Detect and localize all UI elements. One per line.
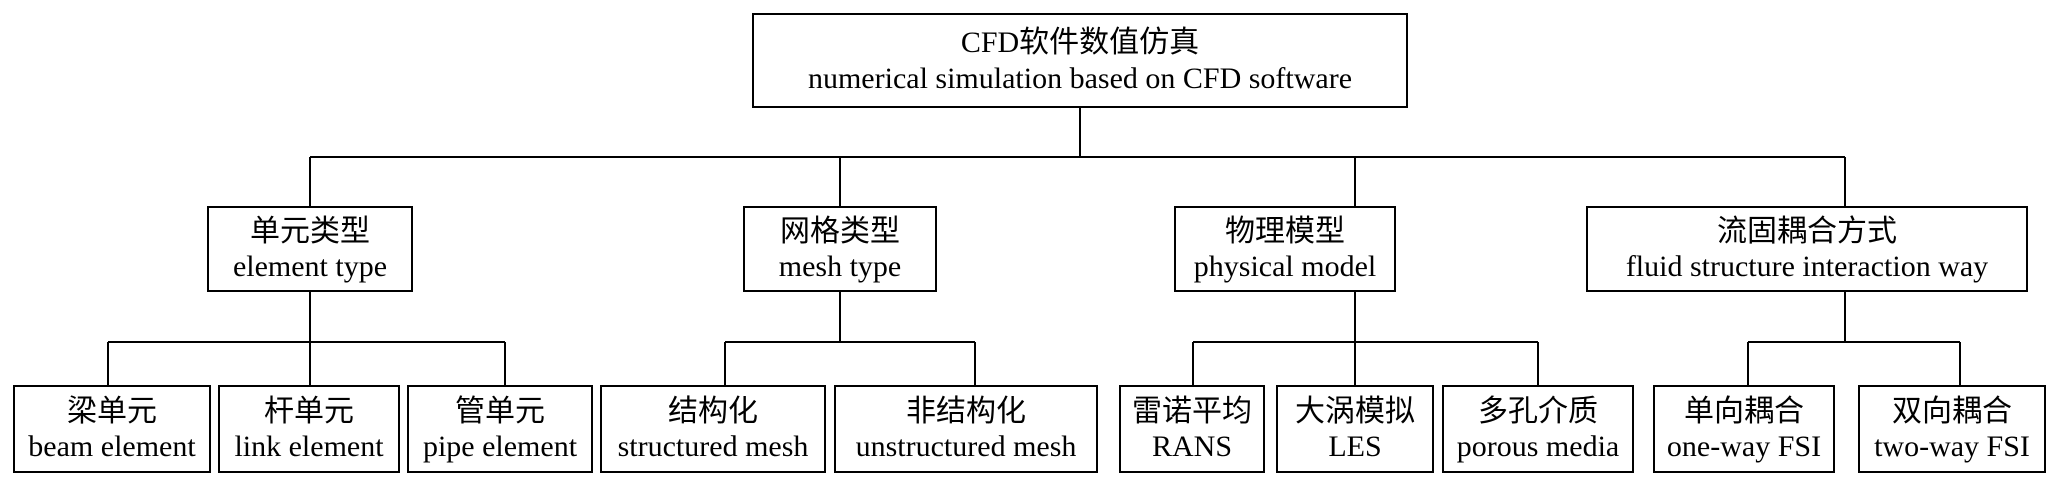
node-label-en: mesh type xyxy=(778,250,902,283)
leaf-label-en: pipe element xyxy=(422,430,578,463)
node-label-zh: 流固耦合方式 xyxy=(1717,214,1897,248)
root-node: CFD软件数值仿真 numerical simulation based on … xyxy=(752,13,1408,108)
node-label-zh: 物理模型 xyxy=(1225,214,1345,248)
leaf-label-zh: 大涡模拟 xyxy=(1295,394,1415,428)
root-title-zh: CFD软件数值仿真 xyxy=(960,26,1200,60)
leaf-label-en: beam element xyxy=(28,430,196,463)
leaf-label-zh: 管单元 xyxy=(455,394,545,428)
leaf-rans: 雷诺平均 RANS xyxy=(1119,385,1265,473)
node-label-en: fluid structure interaction way xyxy=(1625,250,1989,283)
leaf-label-en: two-way FSI xyxy=(1874,430,2030,463)
leaf-unstructured-mesh: 非结构化 unstructured mesh xyxy=(834,385,1098,473)
node-label-en: physical model xyxy=(1193,250,1377,283)
leaf-les: 大涡模拟 LES xyxy=(1276,385,1434,473)
leaf-label-en: unstructured mesh xyxy=(855,430,1077,463)
leaf-label-en: porous media xyxy=(1456,430,1620,463)
root-title-en: numerical simulation based on CFD softwa… xyxy=(807,61,1353,95)
leaf-link-element: 杆单元 link element xyxy=(218,385,400,473)
leaf-structured-mesh: 结构化 structured mesh xyxy=(600,385,826,473)
leaf-label-en: LES xyxy=(1328,430,1382,463)
leaf-two-way-fsi: 双向耦合 two-way FSI xyxy=(1858,385,2046,473)
leaf-pipe-element: 管单元 pipe element xyxy=(407,385,593,473)
leaf-label-zh: 多孔介质 xyxy=(1478,394,1598,428)
node-label-zh: 单元类型 xyxy=(250,214,370,248)
leaf-one-way-fsi: 单向耦合 one-way FSI xyxy=(1653,385,1835,473)
leaf-label-en: structured mesh xyxy=(617,430,809,463)
node-label-en: element type xyxy=(232,250,388,283)
node-mesh-type: 网格类型 mesh type xyxy=(743,206,937,292)
node-label-zh: 网格类型 xyxy=(780,214,900,248)
node-physical-model: 物理模型 physical model xyxy=(1174,206,1396,292)
leaf-label-zh: 单向耦合 xyxy=(1684,394,1804,428)
leaf-label-zh: 梁单元 xyxy=(67,394,157,428)
node-fsi-way: 流固耦合方式 fluid structure interaction way xyxy=(1586,206,2028,292)
leaf-label-zh: 双向耦合 xyxy=(1892,394,2012,428)
leaf-label-zh: 雷诺平均 xyxy=(1132,394,1252,428)
leaf-label-zh: 结构化 xyxy=(668,394,758,428)
leaf-label-zh: 杆单元 xyxy=(264,394,354,428)
leaf-label-en: RANS xyxy=(1151,430,1233,463)
leaf-porous-media: 多孔介质 porous media xyxy=(1442,385,1634,473)
leaf-label-en: one-way FSI xyxy=(1666,430,1822,463)
leaf-label-en: link element xyxy=(234,430,384,463)
leaf-beam-element: 梁单元 beam element xyxy=(13,385,211,473)
leaf-label-zh: 非结构化 xyxy=(906,394,1026,428)
node-element-type: 单元类型 element type xyxy=(207,206,413,292)
